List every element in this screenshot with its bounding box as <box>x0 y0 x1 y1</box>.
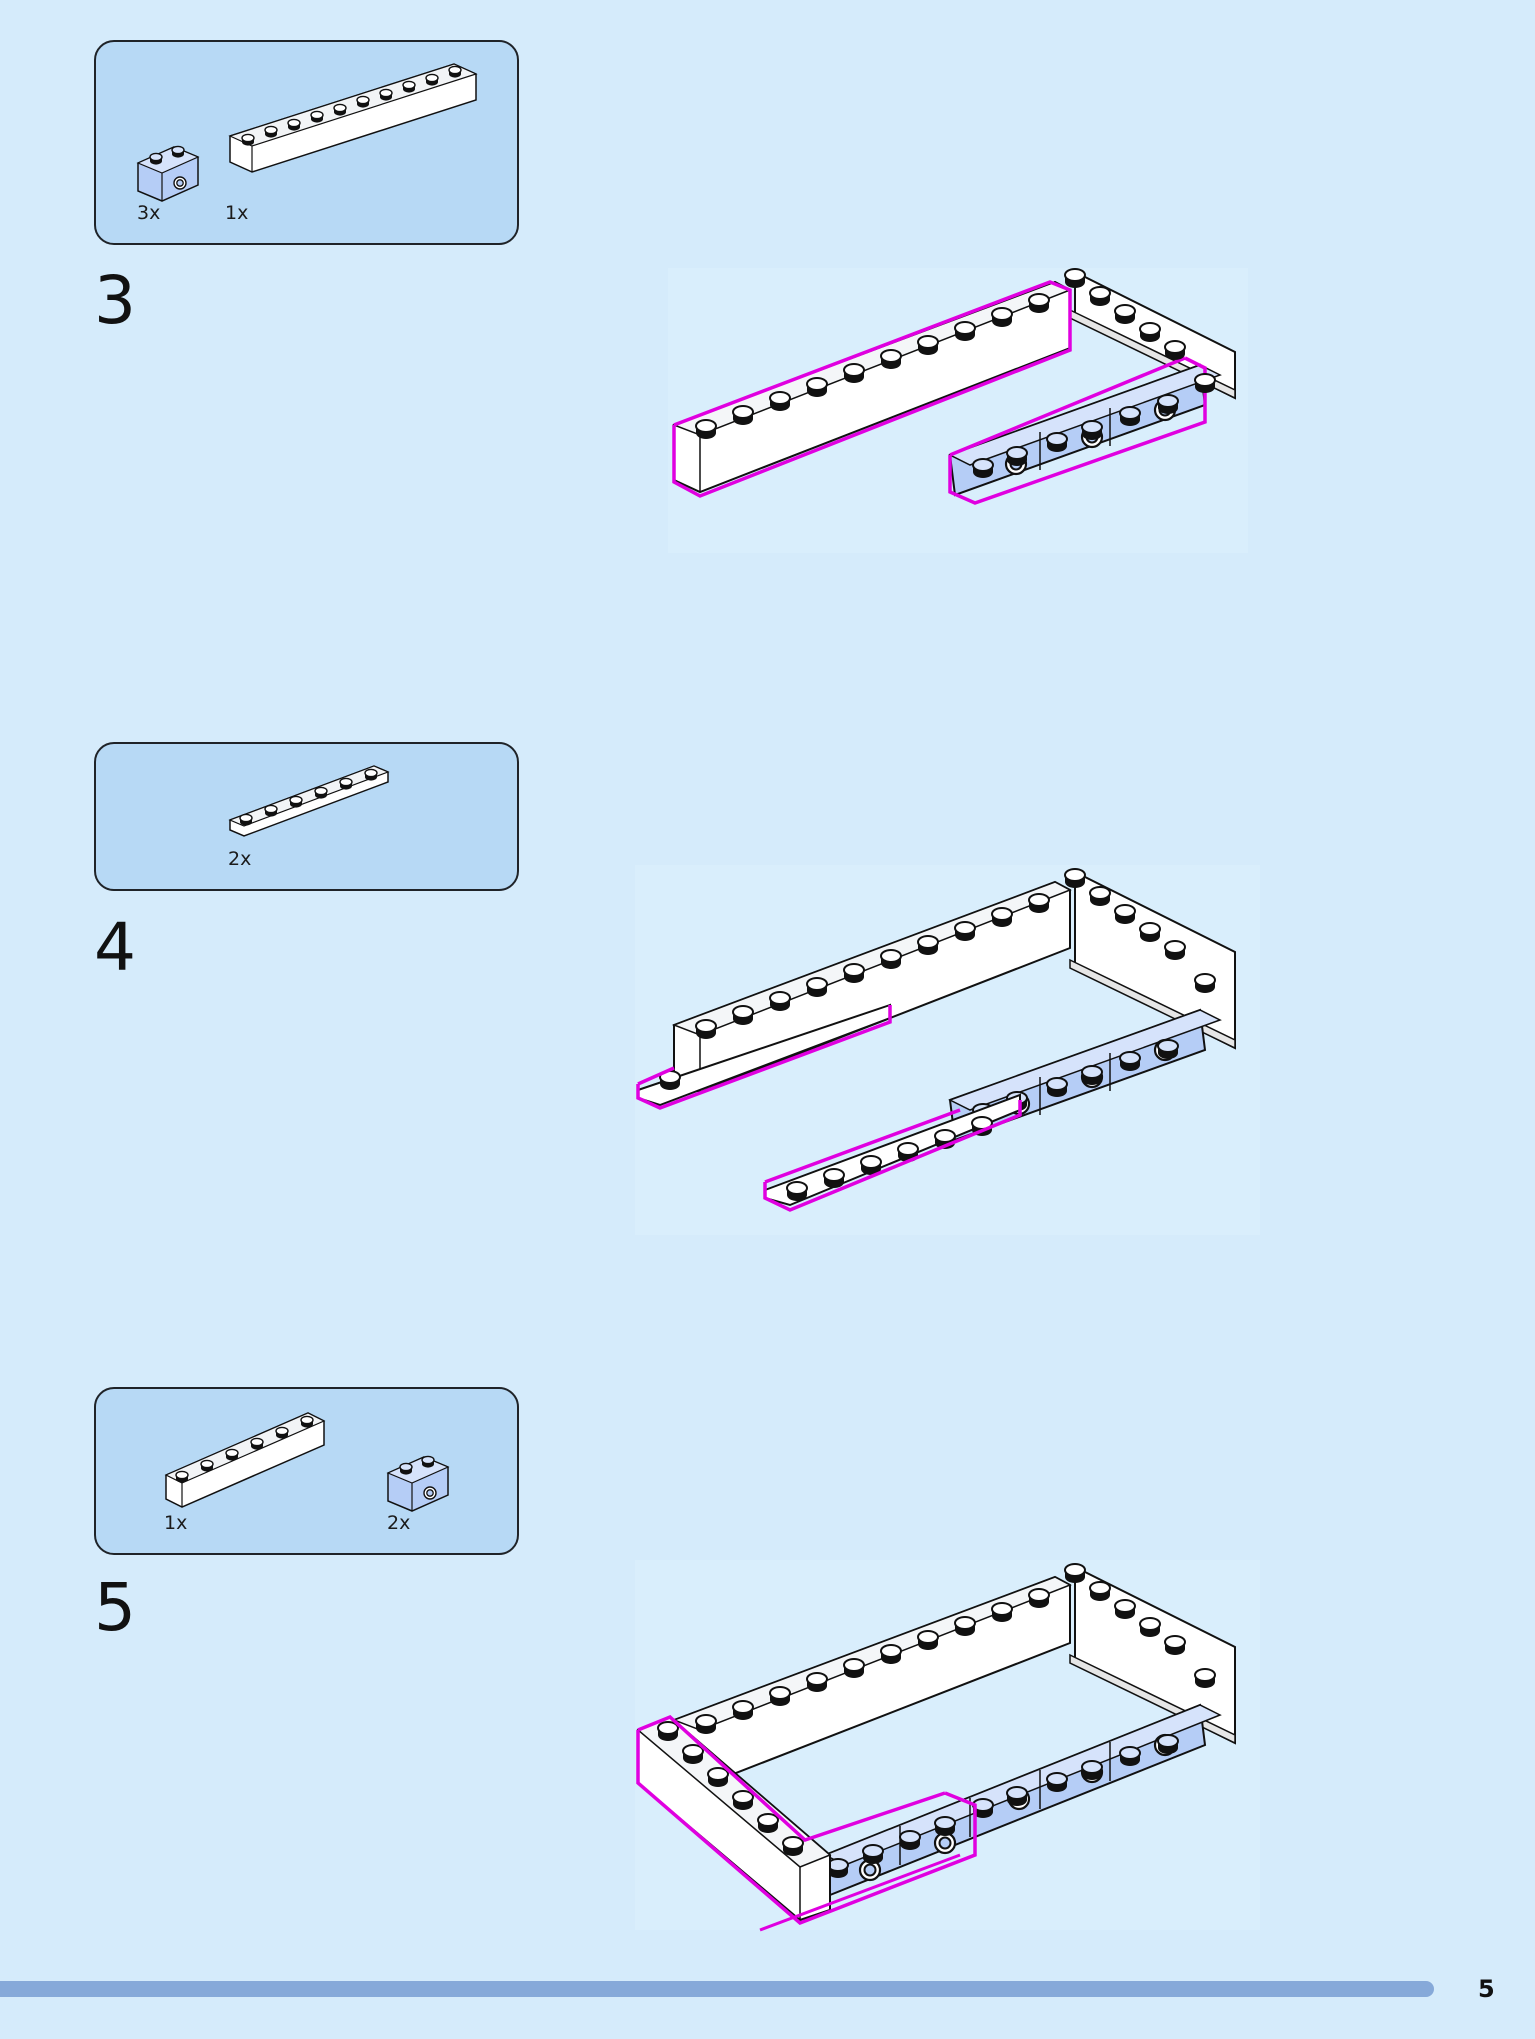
parts-list-step-5: 1x 2x <box>94 1387 519 1555</box>
part-quantity: 1x <box>225 202 249 224</box>
step-number: 3 <box>94 262 136 339</box>
step-number: 5 <box>94 1569 136 1646</box>
footer-progress-bar <box>0 1981 1434 1997</box>
page-number: 5 <box>1478 1975 1495 2003</box>
step-number: 4 <box>94 909 136 986</box>
brick-1x6-icon <box>164 1412 326 1508</box>
build-diagram-step-3 <box>668 268 1248 553</box>
brick-1x10-icon <box>228 63 478 173</box>
build-diagram-step-5 <box>635 1560 1260 1932</box>
build-diagram-step-4 <box>635 865 1260 1235</box>
part-quantity: 1x <box>164 1512 188 1534</box>
parts-list-step-3: 3x 1x <box>94 40 519 245</box>
part-quantity: 2x <box>387 1512 411 1534</box>
brick-1x1-side-hole-icon <box>136 145 200 202</box>
plate-1x6-icon <box>228 765 390 837</box>
brick-1x1-side-hole-icon <box>386 1455 450 1512</box>
part-quantity: 2x <box>228 848 252 870</box>
parts-list-step-4: 2x <box>94 742 519 891</box>
part-quantity: 3x <box>137 202 161 224</box>
